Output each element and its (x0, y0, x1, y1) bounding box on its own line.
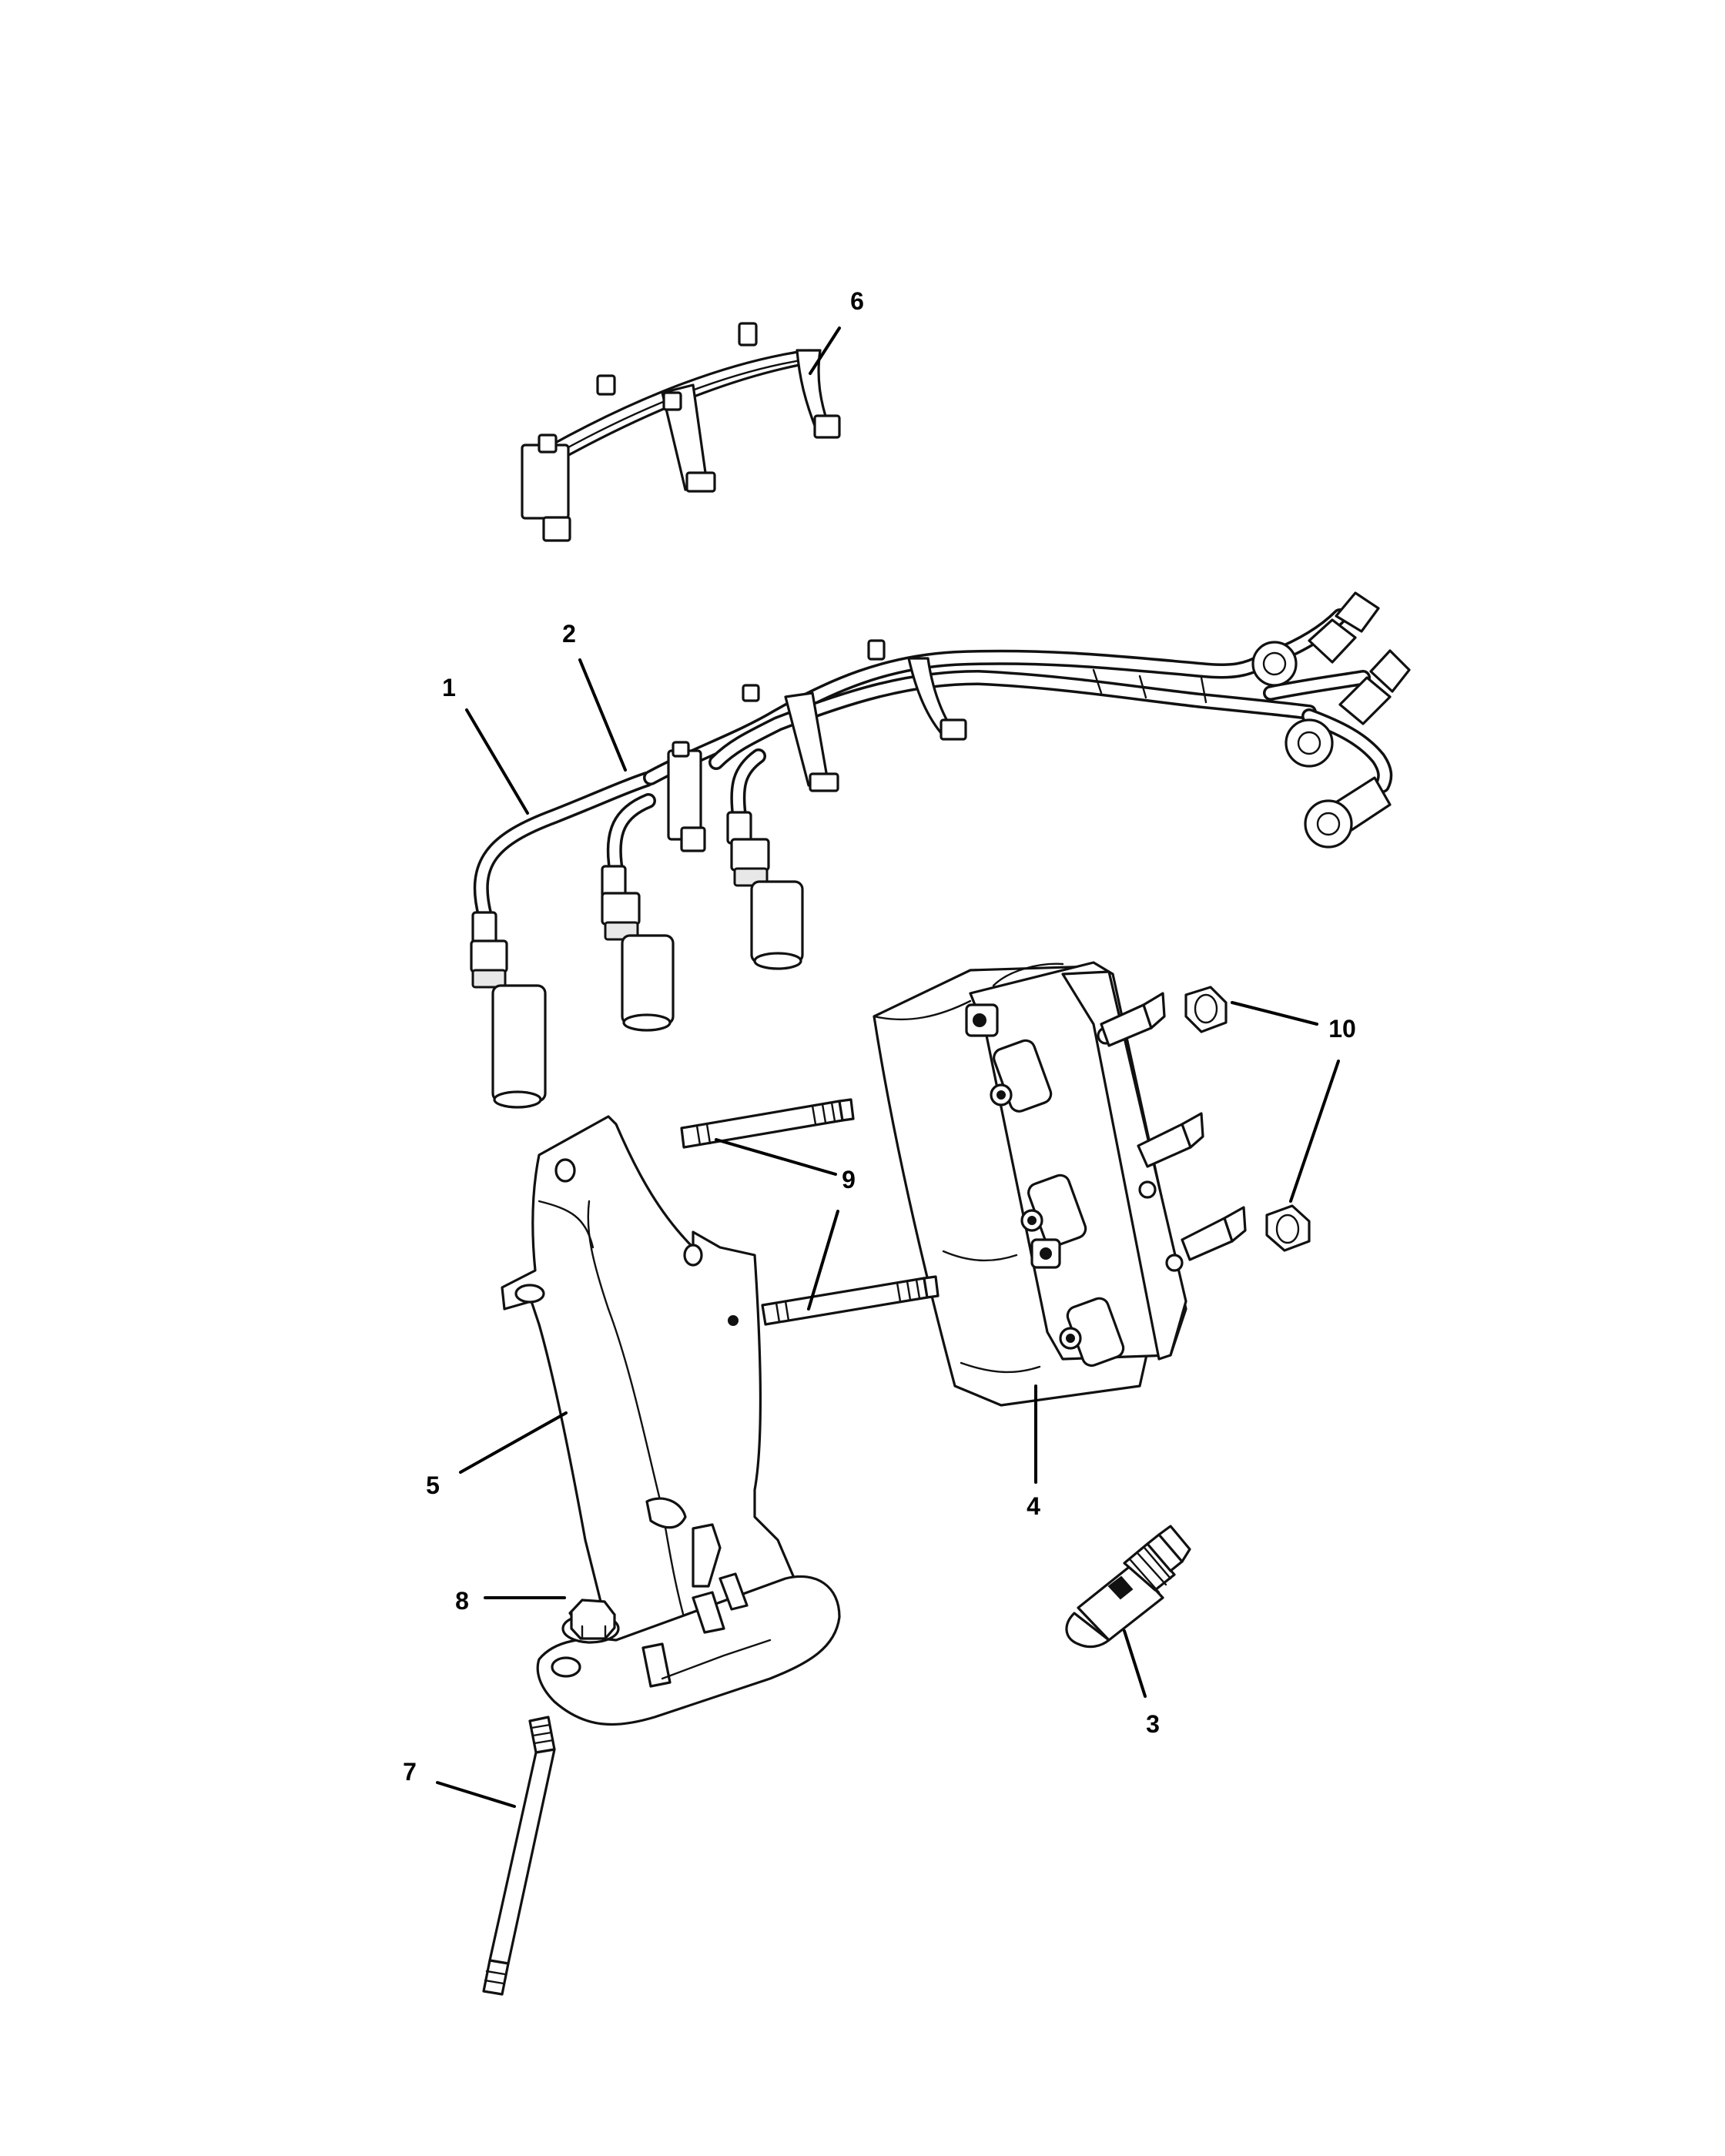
part-9-stud (680, 1098, 855, 1149)
callout-1: 1 (442, 674, 456, 701)
part-5-coil-bracket (501, 1115, 841, 1726)
callout-3: 3 (1146, 1710, 1160, 1738)
part-10-nut (1265, 1204, 1311, 1252)
wire-boot (1285, 649, 1411, 768)
wire-boot (726, 811, 804, 970)
coil-tower (1020, 1173, 1087, 1247)
leader-lines (436, 326, 1340, 1808)
callout-9a: 9 (842, 1166, 856, 1194)
part-7-stud (482, 1716, 556, 1996)
wire-boot (1304, 776, 1392, 849)
part-1-2-ignition-wire-set (470, 591, 1411, 1109)
coil-terminal (1137, 1112, 1204, 1168)
part-8-flange-nut (561, 1599, 620, 1644)
callouts: 6 2 1 10 9 5 4 8 3 7 (403, 287, 1356, 1786)
wire-boot (601, 865, 675, 1032)
leader-3 (1123, 1629, 1147, 1698)
coil-terminal (1181, 1206, 1247, 1261)
part-3-spark-plug (1065, 1525, 1191, 1649)
leader-10b (1289, 1060, 1340, 1203)
part-6-wire-retainer (521, 322, 841, 542)
leader-6 (809, 326, 841, 375)
coil-terminal (1100, 992, 1166, 1047)
callout-8: 8 (455, 1587, 469, 1615)
part-9-stud (761, 1275, 940, 1326)
coil-tower (990, 1039, 1053, 1113)
callout-6: 6 (850, 287, 864, 315)
callout-2: 2 (562, 620, 576, 648)
leader-7 (436, 1781, 516, 1808)
part-4-ignition-coil (873, 961, 1247, 1407)
callout-10: 10 (1328, 1015, 1356, 1043)
leader-9a (715, 1138, 837, 1176)
leader-10a (1231, 1001, 1318, 1026)
leader-9b (807, 1210, 839, 1311)
part-10-nut (1184, 986, 1228, 1033)
wire-boot (470, 911, 547, 1109)
wire-boot (1251, 591, 1380, 687)
leader-2 (578, 658, 627, 772)
callout-7: 7 (403, 1758, 417, 1786)
coil-tower (1059, 1297, 1125, 1368)
callout-4: 4 (1027, 1492, 1040, 1520)
leader-1 (465, 708, 529, 815)
callout-5: 5 (426, 1471, 440, 1499)
leader-5 (459, 1411, 568, 1474)
